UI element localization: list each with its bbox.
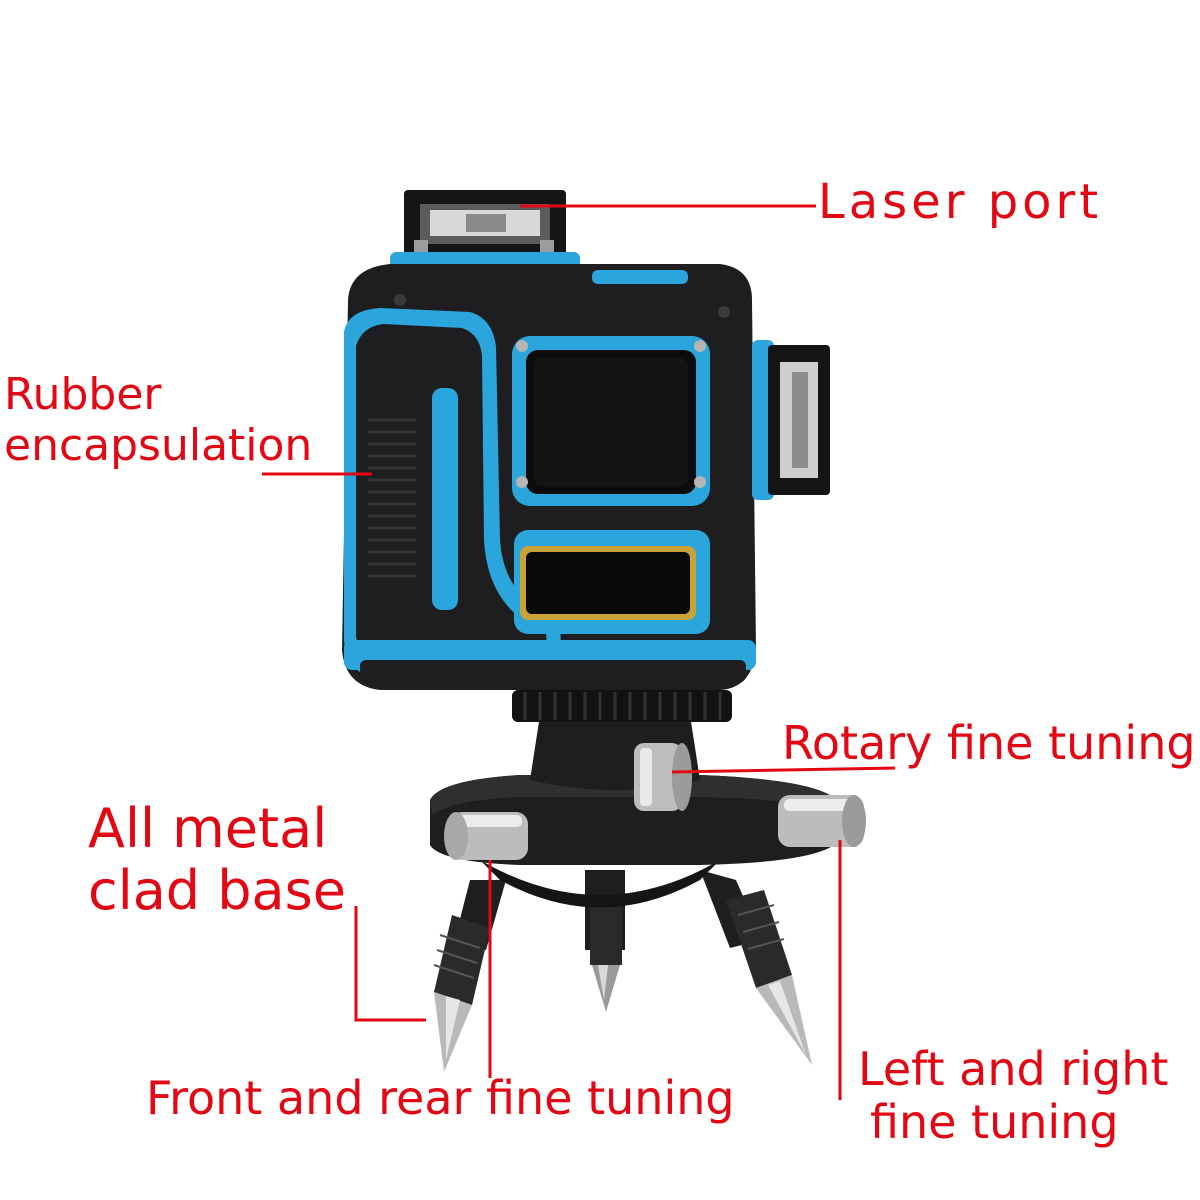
laser-port-top [390,190,580,274]
label-rubber-line2: encapsulation [4,419,313,471]
label-front-rear-fine-tuning: Front and rear fine tuning [146,1071,735,1125]
tripod-leg-left [433,880,506,1072]
laser-level-body [342,190,830,690]
rotary-knob [634,743,692,811]
label-left-right-line2: fine tuning [870,1094,1119,1149]
callout-line-rotary [671,766,896,774]
label-metal-line2: clad base [88,859,346,923]
knurled-ring [523,692,722,720]
label-laser-port: Laser port [818,174,1103,230]
left-right-knob [778,795,866,847]
display-window [514,530,710,634]
label-all-metal-clad-base: All metal clad base [88,797,346,923]
label-metal-line1: All metal [88,797,328,860]
label-left-right-fine-tuning: Left and right fine tuning [858,1043,1168,1149]
rubber-grip [344,308,562,680]
front-laser-window [512,336,710,506]
label-rotary-fine-tuning: Rotary fine tuning [782,716,1196,770]
label-rubber-encapsulation: Rubber encapsulation [4,369,313,471]
front-rear-knob [444,812,528,860]
tripod-legs [433,860,812,1072]
callout-lines [262,204,896,1100]
label-rubber-line1: Rubber [4,369,162,420]
tripod-leg-right [700,870,812,1065]
label-left-right-line1: Left and right [858,1042,1169,1096]
callout-line-metal-base [354,906,426,1022]
tripod-leg-center [585,870,625,1012]
